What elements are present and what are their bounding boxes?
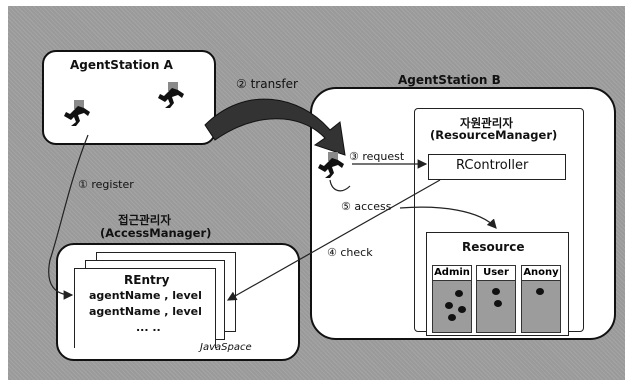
resource-item-dot bbox=[455, 290, 463, 297]
rentry-row: agentName , level bbox=[89, 289, 202, 302]
rcontroller-label: RController bbox=[456, 158, 529, 173]
resource-item-dot bbox=[536, 288, 544, 295]
agent-icon bbox=[64, 100, 90, 126]
agent-station-b-title: AgentStation B bbox=[398, 73, 501, 87]
resource-manager-title-kr: 자원관리자 bbox=[460, 116, 513, 130]
rcontroller-box bbox=[428, 154, 566, 180]
rentry-doc-front bbox=[74, 268, 216, 348]
resource-item-dot bbox=[448, 314, 456, 321]
access-arrow bbox=[399, 206, 497, 229]
resource-item-dot bbox=[492, 288, 500, 295]
access-manager-title-kr: 접근관리자 bbox=[118, 213, 171, 227]
column-header-admin: Admin bbox=[433, 266, 471, 281]
agent-curl bbox=[329, 179, 351, 192]
resource-column-user: User bbox=[476, 265, 516, 333]
agent-station-a-title: AgentStation A bbox=[70, 58, 173, 72]
resource-item-dot bbox=[494, 300, 502, 307]
access-label: ⑤ access bbox=[341, 200, 392, 213]
agent-icon bbox=[158, 82, 184, 108]
rentry-title: REntry bbox=[124, 273, 170, 287]
column-header-anony: Anony bbox=[522, 266, 560, 281]
resource-manager-title-en: (ResourceManager) bbox=[430, 128, 558, 142]
access-manager-title-en: (AccessManager) bbox=[100, 226, 212, 240]
resource-item-dot bbox=[458, 306, 466, 313]
agent-station-a-box bbox=[42, 50, 216, 145]
rentry-row: agentName , level bbox=[89, 305, 202, 318]
transfer-arrow bbox=[204, 98, 346, 156]
transfer-label: ② transfer bbox=[236, 77, 298, 91]
check-arrow bbox=[226, 179, 441, 301]
resource-column-anony: Anony bbox=[521, 265, 561, 333]
rentry-row: ... .. bbox=[136, 321, 161, 334]
resource-title: Resource bbox=[462, 240, 525, 254]
request-label: ③ request bbox=[349, 150, 405, 163]
register-arrow bbox=[48, 134, 89, 300]
register-label: ① register bbox=[78, 178, 134, 191]
javaspace-label: JavaSpace bbox=[200, 342, 252, 353]
resource-column-admin: Admin bbox=[432, 265, 472, 333]
agent-icon bbox=[318, 152, 344, 178]
column-header-user: User bbox=[477, 266, 515, 281]
check-label: ④ check bbox=[327, 246, 373, 259]
resource-item-dot bbox=[445, 302, 453, 309]
